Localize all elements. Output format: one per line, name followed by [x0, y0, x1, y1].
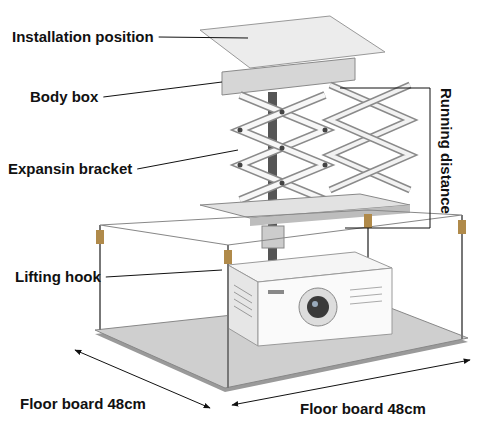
- part-label: Expansin bracket: [8, 160, 132, 178]
- leader-line: [159, 37, 248, 38]
- vent: [234, 292, 252, 303]
- pivot: [280, 181, 285, 186]
- dimension-bracket: [340, 88, 430, 228]
- pivot: [280, 110, 285, 115]
- dimension-line: [232, 360, 470, 405]
- projector-side: [228, 265, 258, 346]
- vent: [234, 299, 252, 310]
- lens: [307, 296, 329, 318]
- scissor-arm: [330, 85, 410, 190]
- vent: [234, 306, 252, 317]
- scissor-arm: [330, 85, 410, 190]
- pivot: [238, 163, 243, 168]
- part-label: Floor board 48cm: [20, 395, 146, 413]
- vent: [350, 301, 382, 304]
- pivot: [323, 128, 328, 133]
- dimension-label: Running distance: [437, 88, 455, 214]
- vent: [350, 287, 382, 290]
- vent: [234, 285, 252, 296]
- leader-line: [137, 150, 238, 169]
- lens-ring: [299, 288, 337, 326]
- scissor-arm: [330, 85, 410, 190]
- mount-block: [262, 226, 284, 248]
- spring: [96, 230, 104, 244]
- support-rod: [227, 245, 229, 388]
- spring: [458, 220, 466, 234]
- spring: [224, 250, 232, 264]
- leader-line: [103, 82, 222, 97]
- pivot: [238, 128, 243, 133]
- part-label: Body box: [30, 88, 98, 106]
- front-scissor: [238, 95, 328, 200]
- scissor-arm: [240, 95, 325, 200]
- part-label: Installation position: [12, 28, 154, 46]
- logo-mark: [268, 290, 284, 294]
- scissor-arm: [240, 95, 325, 200]
- rear-scissor: [330, 85, 410, 190]
- scissor-arm: [330, 85, 410, 190]
- projector: [228, 252, 392, 346]
- scissor-arm: [240, 95, 325, 200]
- lens-glint: [312, 301, 318, 307]
- pivot: [280, 146, 285, 151]
- part-label: Lifting hook: [15, 268, 101, 286]
- ceiling-plate: [200, 16, 385, 68]
- spring: [364, 214, 372, 228]
- projector-front: [258, 268, 392, 346]
- part-label: Floor board 48cm: [300, 400, 426, 418]
- vent: [350, 294, 382, 297]
- leader-line: [106, 270, 222, 277]
- scissor-arm: [240, 95, 325, 200]
- pivot: [323, 163, 328, 168]
